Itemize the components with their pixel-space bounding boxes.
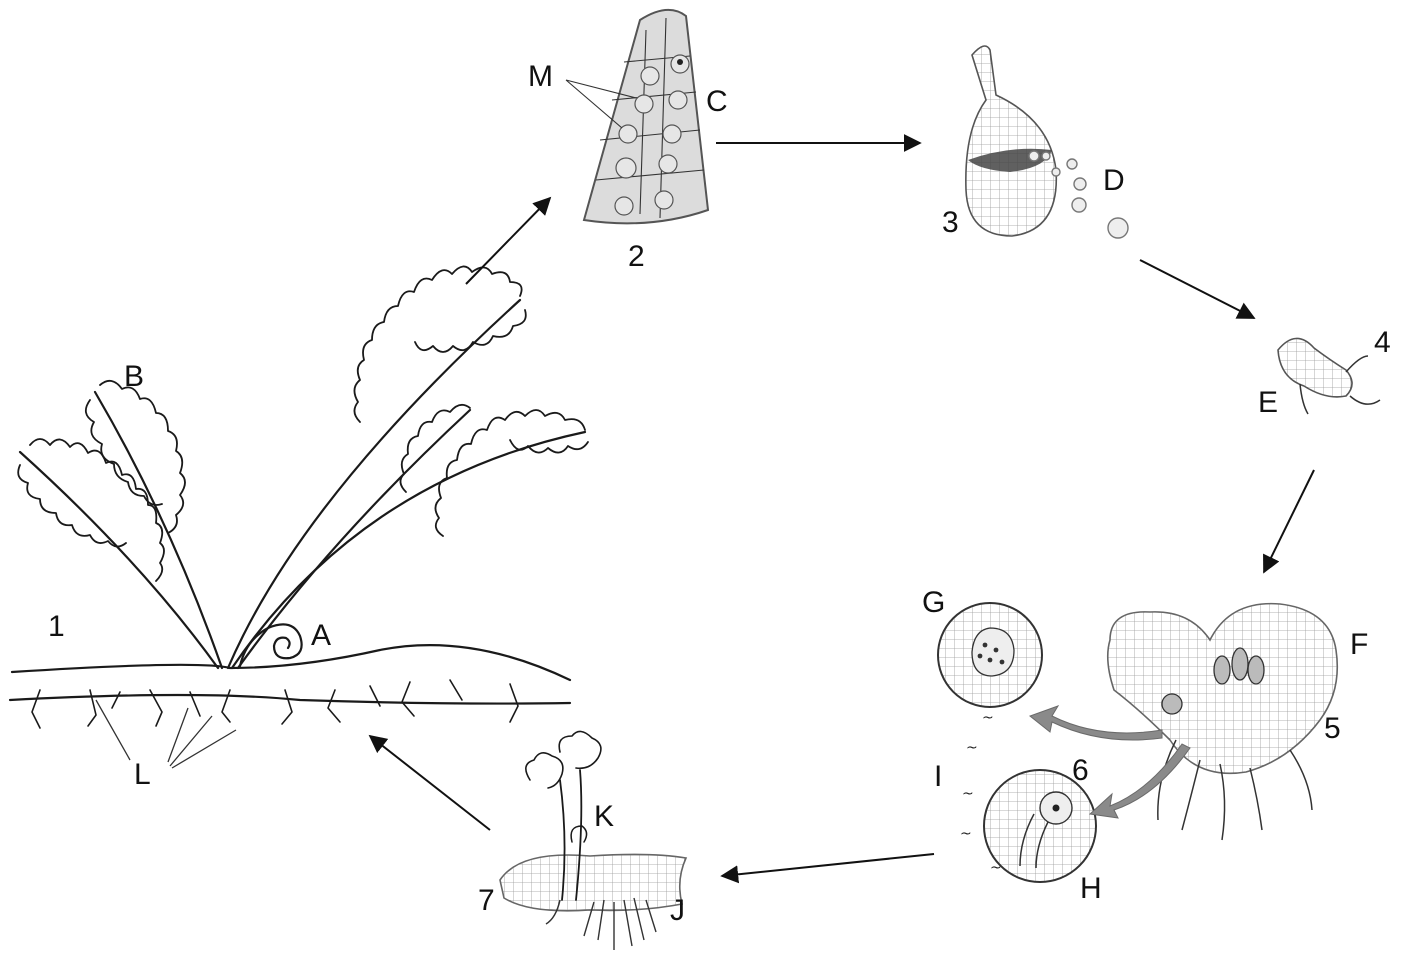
- label-j: J: [670, 894, 685, 927]
- arrow-4-to-5: [1264, 470, 1314, 572]
- svg-text:~: ~: [982, 710, 994, 726]
- svg-text:~: ~: [990, 860, 1002, 876]
- label-f: F: [1350, 628, 1368, 661]
- stage-4-number: 4: [1374, 326, 1391, 359]
- label-e: E: [1258, 386, 1278, 419]
- label-a: A: [311, 619, 331, 652]
- label-c: C: [706, 85, 728, 118]
- stage-1-number: 1: [48, 610, 65, 643]
- letter-labels: A B C D E F G H I J K L M: [124, 60, 1368, 927]
- arrow-1-to-2: [466, 198, 550, 284]
- germinating-spore: [1278, 338, 1380, 414]
- label-d: D: [1103, 164, 1125, 197]
- stage-7-number: 7: [478, 884, 495, 917]
- pinna-with-sporangia: [566, 10, 708, 223]
- stage-3-number: 3: [942, 206, 959, 239]
- stage-5-number: 5: [1324, 712, 1341, 745]
- svg-text:~: ~: [960, 826, 972, 842]
- svg-text:~: ~: [962, 786, 974, 802]
- label-l: L: [134, 758, 151, 791]
- label-i: I: [934, 760, 942, 793]
- arrow-7-to-1: [370, 736, 490, 830]
- young-sporophyte-on-prothallus: [500, 731, 686, 950]
- prothallus-gametophyte: [1108, 604, 1338, 840]
- root-pointer-lines: [96, 700, 236, 768]
- antheridium-inset: [938, 603, 1042, 707]
- adult-fern-sporophyte: [10, 266, 588, 728]
- sporangium-releasing-spores: [966, 46, 1128, 238]
- curved-arrow-to-archegonium: [1090, 744, 1190, 818]
- label-k: K: [594, 800, 614, 833]
- label-m: M: [528, 60, 553, 93]
- label-g: G: [922, 586, 945, 619]
- arrow-6-to-7: [722, 854, 934, 876]
- stage-2-number: 2: [628, 240, 645, 273]
- svg-text:~: ~: [966, 740, 978, 756]
- stage-6-number: 6: [1072, 754, 1089, 787]
- label-b: B: [124, 360, 144, 393]
- arrow-3-to-4: [1140, 260, 1254, 318]
- label-h: H: [1080, 872, 1102, 905]
- stage-numbers: 1 2 3 4 5 6 7: [48, 206, 1391, 917]
